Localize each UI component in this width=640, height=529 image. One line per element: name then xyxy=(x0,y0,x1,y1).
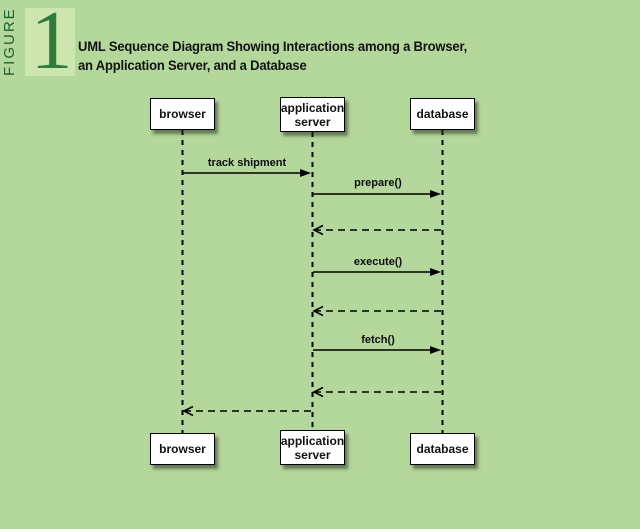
actor-box-browser-top: browser xyxy=(150,98,215,130)
actor-box-database-bottom: database xyxy=(410,433,475,465)
actor-box-application-server-bottom: application server xyxy=(280,430,345,465)
return-arrow-execute xyxy=(312,305,441,317)
message-label-fetch: fetch() xyxy=(361,334,395,346)
actor-box-browser-bottom: browser xyxy=(150,433,215,465)
return-arrow-prepare xyxy=(312,224,441,236)
message-label-prepare: prepare() xyxy=(354,177,402,189)
figure-title-line2: an Application Server, and a Database xyxy=(78,56,307,73)
figure-title-line1: UML Sequence Diagram Showing Interaction… xyxy=(78,38,468,54)
actor-box-application-server-top: application server xyxy=(280,97,345,132)
return-arrow-fetch xyxy=(312,386,441,398)
message-label-execute: execute() xyxy=(353,256,403,268)
message-arrow-track-shipment xyxy=(183,169,311,177)
message-arrow-fetch xyxy=(313,346,441,354)
message-label-track-shipment: track shipment xyxy=(207,157,287,169)
figure-title: UML Sequence Diagram Showing Interaction… xyxy=(78,37,562,74)
figure-number: 1 xyxy=(30,0,73,87)
figure-number-box xyxy=(25,8,75,76)
actor-box-database-top: database xyxy=(410,98,475,130)
message-arrow-prepare xyxy=(313,190,441,198)
return-arrow-track-shipment xyxy=(182,405,311,417)
message-arrow-execute xyxy=(313,268,441,276)
